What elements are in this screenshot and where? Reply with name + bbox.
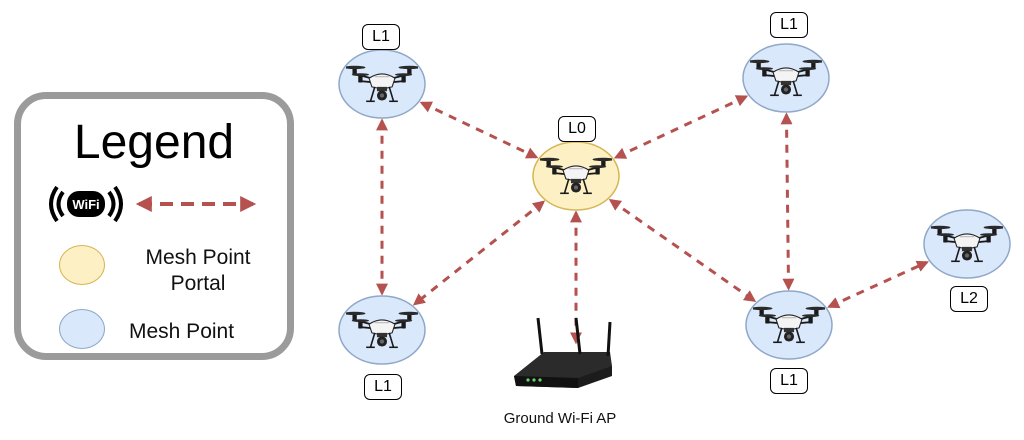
legend-link-arrow bbox=[135, 196, 257, 212]
wifi-icon: WiFi bbox=[49, 185, 123, 223]
link-l1-top-right-to-l1-bottom-right bbox=[780, 112, 795, 291]
node-label-l1-bottom-right: L1 bbox=[770, 368, 808, 394]
link-l1-bottom-right-to-l2-right bbox=[827, 260, 929, 309]
node-label-l1-bottom-left: L1 bbox=[364, 374, 402, 400]
node-label-l0-center: L0 bbox=[558, 116, 596, 142]
link-l0-center-to-l1-bottom-left bbox=[412, 200, 546, 306]
legend-point-swatch bbox=[59, 309, 105, 349]
node-label-l2-right: L2 bbox=[950, 286, 988, 312]
node-l1-top-left bbox=[338, 49, 426, 119]
link-l1-top-left-to-l0-center bbox=[419, 101, 539, 159]
legend-portal-swatch bbox=[59, 245, 105, 285]
legend: Legend WiFi Mesh Point Portal Mesh Point bbox=[14, 92, 294, 360]
node-label-l1-top-left: L1 bbox=[362, 24, 400, 50]
router-icon bbox=[514, 317, 612, 388]
link-l1-top-right-to-l0-center bbox=[613, 95, 749, 159]
ground-ap-caption: Ground Wi-Fi AP bbox=[503, 410, 617, 427]
node-l2-right bbox=[923, 209, 1011, 279]
nodes-layer bbox=[338, 43, 1011, 365]
node-l0-center bbox=[532, 141, 620, 211]
wifi-icon-text: WiFi bbox=[72, 197, 99, 212]
node-l1-bottom-right bbox=[745, 290, 833, 360]
node-label-l1-top-right: L1 bbox=[770, 12, 808, 38]
legend-title: Legend bbox=[73, 116, 235, 169]
node-l1-bottom-left bbox=[338, 295, 426, 365]
node-l1-top-right bbox=[742, 43, 830, 113]
legend-point-label: Mesh Point bbox=[129, 320, 235, 343]
legend-portal-label: Mesh Point Portal bbox=[145, 246, 251, 295]
links-layer bbox=[376, 95, 929, 345]
link-l0-center-to-l1-bottom-right bbox=[608, 198, 757, 303]
